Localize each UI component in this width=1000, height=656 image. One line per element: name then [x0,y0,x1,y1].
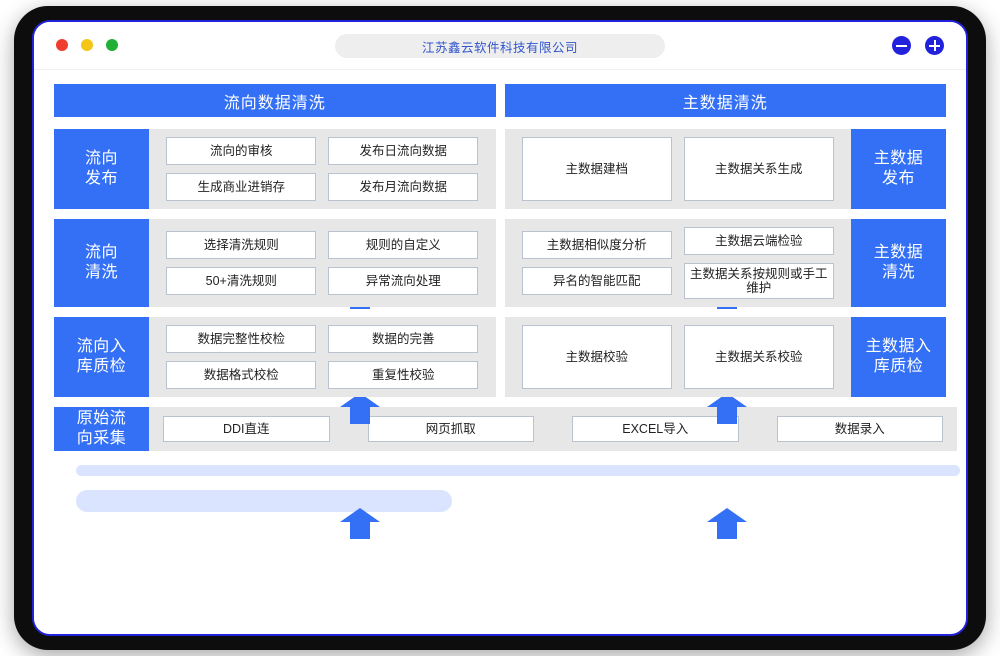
row-cleaning: 流向清洗 选择清洗规则 50+清洗规则 规则的自定义 异常流向处理 [54,219,946,307]
cell-group: 流向的审核 生成商业进销存 [166,137,317,201]
row-source-cells: DDI直连 网页抓取 EXCEL导入 数据录入 [149,407,957,451]
title-bar: 江苏鑫云软件科技有限公司 [34,22,966,70]
node-box[interactable]: 选择清洗规则 [166,231,317,259]
cell-group: 主数据校验 [521,325,672,389]
row-source-collection: 原始流向采集 DDI直连 网页抓取 EXCEL导入 数据录入 [54,407,957,451]
cell-group: 主数据关系校验 [683,325,834,389]
row-publish-left: 流向发布 流向的审核 生成商业进销存 发布日流向数据 发布月流向数据 [54,129,496,209]
diagram-canvas: 流向数据清洗 主数据清洗 流向发布 流向的审核 生成商业进销存 [34,70,966,630]
address-bar[interactable]: 江苏鑫云软件科技有限公司 [335,34,665,58]
row-label-master-cleaning: 主数据清洗 [851,219,946,307]
node-box[interactable]: 数据格式校检 [166,361,317,389]
node-box[interactable]: EXCEL导入 [572,416,739,442]
row-label-master-quality: 主数据入库质检 [851,317,946,397]
node-box[interactable]: 主数据关系生成 [683,137,834,201]
row-quality-left: 流向入库质检 数据完整性校检 数据格式校检 数据的完善 重复性校验 [54,317,496,397]
row-cleaning-right: 主数据相似度分析 异名的智能匹配 主数据云端检验 主数据关系按规则或手工维护 主… [504,219,946,307]
row-label-source-collection: 原始流向采集 [54,407,149,451]
close-button[interactable] [56,39,68,51]
node-box[interactable]: DDI直连 [163,416,330,442]
header-label: 主数据清洗 [682,94,768,112]
node-box[interactable]: 主数据关系按规则或手工维护 [683,263,834,299]
side-label-text: 主数据清洗 [873,244,924,281]
row-cleaning-right-cells: 主数据相似度分析 异名的智能匹配 主数据云端检验 主数据关系按规则或手工维护 [505,219,852,307]
traffic-light-controls [56,39,118,51]
row-label-master-publish: 主数据发布 [851,129,946,209]
node-box[interactable]: 50+清洗规则 [166,267,317,295]
row-label-liuxiang-publish: 流向发布 [54,129,149,209]
cell-group: 主数据关系生成 [683,137,834,201]
node-box[interactable]: 异常流向处理 [328,267,479,295]
zoom-out-button[interactable] [892,36,911,55]
cell-group: 主数据建档 [521,137,672,201]
row-label-liuxiang-quality: 流向入库质检 [54,317,149,397]
header-label: 流向数据清洗 [223,94,326,112]
row-quality-left-cells: 数据完整性校检 数据格式校检 数据的完善 重复性校验 [149,317,496,397]
node-box[interactable]: 重复性校验 [328,361,479,389]
header-master-cleaning: 主数据清洗 [504,84,946,117]
side-label-text: 主数据发布 [873,150,924,187]
side-label-text: 流向入库质检 [76,338,127,375]
row-publish-right: 主数据建档 主数据关系生成 主数据发布 [504,129,946,209]
node-box[interactable]: 主数据相似度分析 [521,231,672,259]
node-box[interactable]: 异名的智能匹配 [521,267,672,295]
placeholder-bar-short [76,490,452,512]
cell-group: 主数据云端检验 主数据关系按规则或手工维护 [683,227,834,299]
row-publish-left-cells: 流向的审核 生成商业进销存 发布日流向数据 发布月流向数据 [149,129,496,209]
row-quality-right: 主数据校验 主数据关系校验 主数据入库质检 [504,317,946,397]
node-box[interactable]: 生成商业进销存 [166,173,317,201]
cell-group: 主数据相似度分析 异名的智能匹配 [521,231,672,295]
row-cleaning-left-cells: 选择清洗规则 50+清洗规则 规则的自定义 异常流向处理 [149,219,496,307]
header-liuxiang-cleaning: 流向数据清洗 [54,84,496,117]
node-box[interactable]: 主数据校验 [521,325,672,389]
node-box[interactable]: 流向的审核 [166,137,317,165]
node-box[interactable]: 主数据关系校验 [683,325,834,389]
side-label-text: 流向发布 [84,150,118,187]
side-label-text: 主数据入库质检 [865,338,932,375]
side-label-text: 原始流向采集 [76,410,127,447]
side-label-text: 流向清洗 [84,244,118,281]
row-quality-check: 流向入库质检 数据完整性校检 数据格式校检 数据的完善 重复性校验 [54,317,946,397]
up-arrow-icon [706,391,748,425]
device-bezel: 江苏鑫云软件科技有限公司 流向数据清洗 主数据清洗 [14,6,986,650]
placeholder-bar-long [76,465,960,476]
node-box[interactable]: 网页抓取 [367,416,534,442]
zoom-in-button[interactable] [925,36,944,55]
row-label-liuxiang-cleaning: 流向清洗 [54,219,149,307]
up-arrow-icon [706,506,748,540]
window-title: 江苏鑫云软件科技有限公司 [421,40,578,55]
up-arrow-icon [339,506,381,540]
maximize-button[interactable] [106,39,118,51]
node-box[interactable]: 数据完整性校检 [166,325,317,353]
up-arrow-icon [339,391,381,425]
node-box[interactable]: 主数据云端检验 [683,227,834,255]
node-box[interactable]: 主数据建档 [521,137,672,201]
placeholder-bars [54,451,960,512]
row-publish-right-cells: 主数据建档 主数据关系生成 [505,129,852,209]
node-box[interactable]: 数据录入 [776,416,943,442]
cell-group: 数据的完善 重复性校验 [328,325,479,389]
cell-group: 发布日流向数据 发布月流向数据 [328,137,479,201]
node-box[interactable]: 发布日流向数据 [328,137,479,165]
row-publish: 流向发布 流向的审核 生成商业进销存 发布日流向数据 发布月流向数据 [54,129,946,209]
cell-group: 数据完整性校检 数据格式校检 [166,325,317,389]
node-box[interactable]: 发布月流向数据 [328,173,479,201]
cell-group: 选择清洗规则 50+清洗规则 [166,231,317,295]
node-box[interactable]: 数据的完善 [328,325,479,353]
window-controls [892,36,944,55]
node-box[interactable]: 规则的自定义 [328,231,479,259]
cell-group: 规则的自定义 异常流向处理 [328,231,479,295]
column-headers: 流向数据清洗 主数据清洗 [54,84,946,117]
app-window: 江苏鑫云软件科技有限公司 流向数据清洗 主数据清洗 [32,20,968,636]
minimize-button[interactable] [81,39,93,51]
row-cleaning-left: 流向清洗 选择清洗规则 50+清洗规则 规则的自定义 异常流向处理 [54,219,496,307]
row-quality-right-cells: 主数据校验 主数据关系校验 [505,317,852,397]
